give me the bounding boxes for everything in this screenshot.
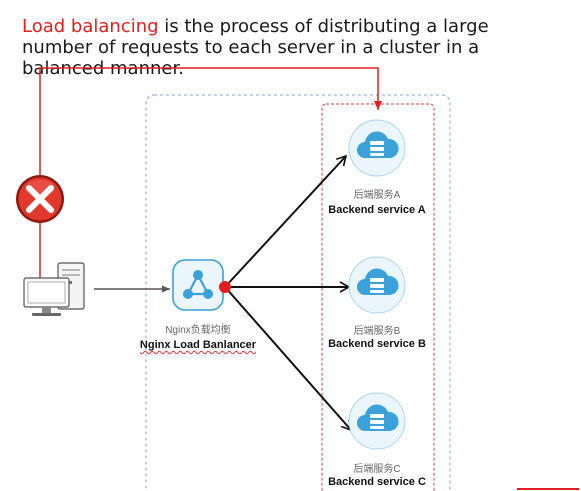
service-b-label-cn: 后端服务B xyxy=(353,326,401,337)
balancer-label-cn: Nginx负载均衡 xyxy=(165,325,231,336)
fanout-arrows xyxy=(224,154,353,432)
service-b-icon xyxy=(348,256,406,314)
service-c-icon xyxy=(348,392,406,450)
service-c-label-cn: 后端服务C xyxy=(353,464,401,475)
x-circle-icon xyxy=(16,175,64,223)
desktop-computer-icon xyxy=(23,262,85,316)
service-b-label-en: Backend service B xyxy=(328,338,426,350)
service-c-label-en: Backend service C xyxy=(328,476,426,488)
service-a-label-cn: 后端服务A xyxy=(353,190,401,201)
nginx-group-box xyxy=(145,94,451,491)
service-a-icon xyxy=(348,119,406,177)
caption-highlight: Load balancing xyxy=(22,16,159,37)
share-nodes-icon xyxy=(172,259,224,311)
service-a-label-en: Backend service A xyxy=(328,204,426,216)
arrow-to-service-c xyxy=(224,286,353,432)
balancer-label-en: Nginx Load Banlancer xyxy=(139,339,257,351)
balancer-red-dot xyxy=(219,281,231,293)
arrow-to-service-a xyxy=(224,154,348,288)
red-flow-line xyxy=(39,67,382,288)
